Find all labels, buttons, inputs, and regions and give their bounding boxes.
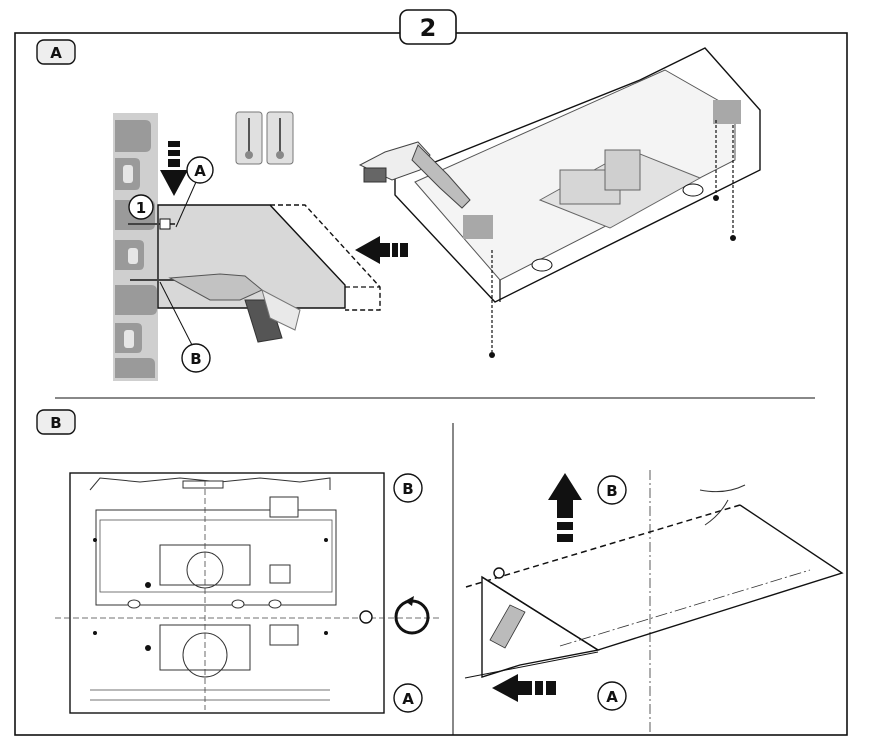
- drilling-template: [55, 472, 440, 714]
- left-arrow: [492, 674, 556, 702]
- mounting-screws-right: [489, 120, 736, 358]
- callout-b-top-label: B: [190, 350, 201, 368]
- up-arrow: [548, 473, 582, 542]
- section-a-tag: A: [36, 39, 76, 65]
- rotate-template-icon: [359, 596, 430, 635]
- section-b-label: B: [50, 414, 61, 432]
- callout-b-template-label: B: [402, 480, 413, 498]
- hand-with-screwdriver: [358, 141, 471, 209]
- callout-a-template: A: [393, 683, 423, 713]
- wall-screws: [128, 218, 180, 281]
- section-b-tag: B: [36, 409, 76, 435]
- hood-underside-view: [394, 47, 761, 303]
- callout-a-template-label: A: [402, 690, 414, 708]
- callout-a-top: A: [175, 156, 214, 228]
- callout-b-tilt: B: [597, 475, 627, 505]
- callout-a-tilt: A: [597, 681, 627, 711]
- callout-b-top: B: [159, 281, 211, 373]
- step-number: 2: [420, 14, 437, 42]
- callout-1-label: 1: [136, 199, 146, 217]
- section-a-label: A: [50, 44, 62, 62]
- push-left-arrow: [355, 236, 408, 264]
- wall-illustration: [113, 113, 158, 381]
- drill-direction-arrow: [160, 141, 188, 196]
- drill-sketch: [168, 273, 301, 343]
- callout-a-tilt-label: A: [606, 688, 618, 706]
- step-number-badge: 2: [399, 9, 457, 45]
- callout-1: 1: [128, 194, 154, 220]
- callout-b-template: B: [393, 473, 423, 503]
- callout-b-tilt-label: B: [606, 482, 617, 500]
- callout-a-top-label: A: [194, 162, 206, 180]
- tilt-diagram: [464, 470, 844, 735]
- screw-detail-icons: [235, 111, 294, 165]
